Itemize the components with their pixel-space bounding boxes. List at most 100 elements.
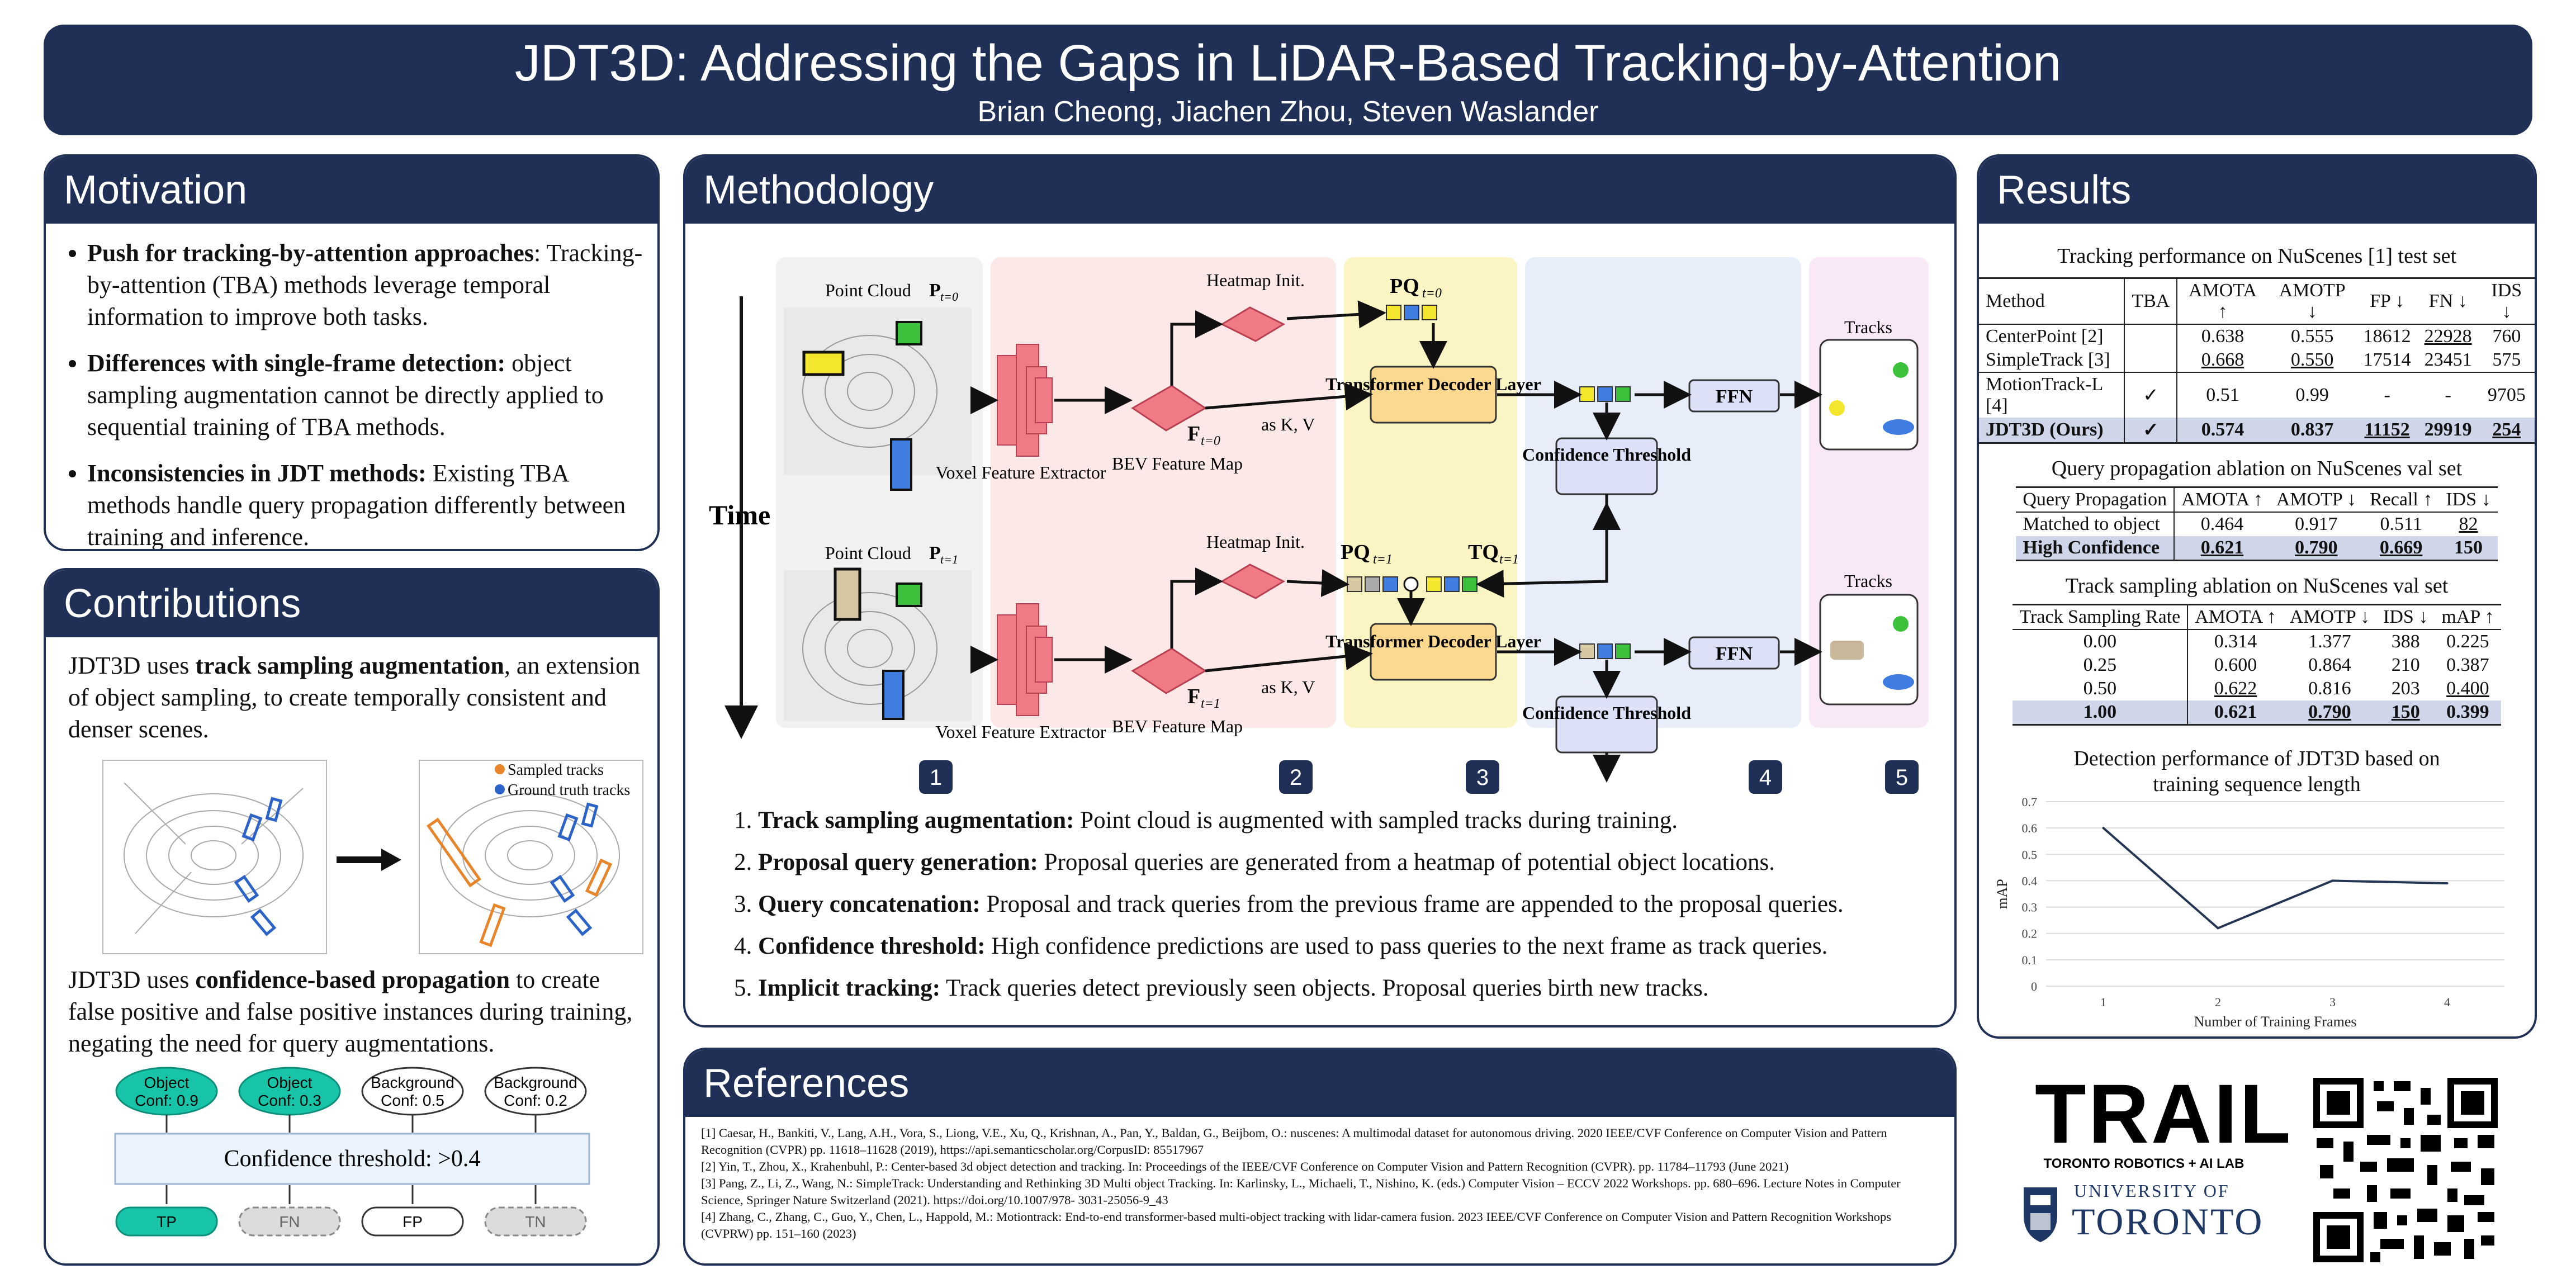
methodology-heading: Methodology	[685, 157, 1954, 224]
y-tick-label: 0.7	[2022, 795, 2038, 809]
methodology-panel: Methodology Time Point Cloud P t=0	[683, 154, 1957, 1027]
x-tick-label: 1	[2100, 995, 2106, 1009]
svg-text:P: P	[929, 280, 941, 301]
outcome-fp	[361, 1206, 464, 1237]
svg-text:as K, V: as K, V	[1261, 677, 1315, 697]
svg-text:P: P	[929, 543, 941, 564]
threshold-label: Confidence threshold: >0.4	[224, 1146, 481, 1172]
table1: Method TBA AMOTA ↑ AMOTP ↓ FP ↓ FN ↓ IDS…	[1979, 277, 2535, 444]
poster-title: JDT3D: Addressing the Gaps in LiDAR-Base…	[514, 35, 2062, 92]
point-cloud-image-t0	[784, 307, 972, 475]
references-panel: References [1] Caesar, H., Bankiti, V., …	[683, 1048, 1957, 1266]
svg-text:Confidence Threshold: Confidence Threshold	[1522, 703, 1691, 723]
methodology-steps: Track sampling augmentation: Point cloud…	[713, 799, 1954, 1009]
svg-text:TN: TN	[525, 1213, 546, 1230]
stage-4-bg	[1525, 257, 1801, 728]
heatmap-t1	[1220, 564, 1286, 599]
x-tick-label: 4	[2444, 995, 2450, 1009]
list-item: Inconsistencies in JDT methods: Existing…	[87, 457, 646, 549]
table2: Query Propagation AMOTA ↑AMOTP ↓ Recall …	[2016, 486, 2498, 561]
table1-caption: Tracking performance on NuScenes [1] tes…	[2057, 244, 2457, 268]
heatmap-label: Heatmap Init.	[1206, 270, 1305, 290]
svg-text:5: 5	[1896, 765, 1908, 790]
heatmap-t0	[1220, 306, 1286, 342]
bubble-label: Background	[371, 1074, 454, 1091]
poster-authors: Brian Cheong, Jiachen Zhou, Steven Wasla…	[977, 96, 1599, 128]
data-point	[2446, 882, 2449, 885]
stage-2-bg	[991, 257, 1336, 728]
outcome-tn	[484, 1206, 587, 1237]
data-point	[2102, 827, 2105, 830]
threshold-box	[114, 1133, 590, 1185]
table2-caption: Query propagation ablation on NuScenes v…	[2051, 457, 2463, 480]
stage-number-1	[919, 760, 953, 794]
y-axis-label: mAP	[1994, 879, 2010, 908]
svg-text:Transformer Decoder Layer: Transformer Decoder Layer	[1325, 374, 1541, 394]
svg-text:FN: FN	[279, 1213, 300, 1230]
svg-text:F: F	[1187, 685, 1200, 708]
x-tick-label: 3	[2329, 995, 2336, 1009]
list-item: Push for tracking-by-attention approache…	[87, 237, 646, 333]
y-tick-label: 0.1	[2022, 953, 2038, 967]
svg-text:t=1: t=1	[1499, 552, 1519, 567]
svg-text:2: 2	[1290, 765, 1302, 790]
svg-text:Tracks: Tracks	[1844, 571, 1892, 591]
bev-label: BEV Feature Map	[1112, 453, 1243, 473]
svg-text:TP: TP	[157, 1213, 177, 1230]
svg-text:FFN: FFN	[1716, 386, 1753, 407]
svg-text:FP: FP	[402, 1213, 423, 1230]
y-tick-label: 0	[2031, 979, 2037, 993]
svg-text:t=1: t=1	[940, 552, 958, 566]
list-item: Query concatenation: Proposal and track …	[758, 883, 1954, 925]
voxel-label: Voxel Feature Extractor	[935, 462, 1106, 482]
data-point	[2217, 927, 2219, 930]
svg-text:Heatmap Init.: Heatmap Init.	[1206, 532, 1305, 552]
list-item: Proposal query generation: Proposal quer…	[758, 841, 1954, 883]
motivation-panel: Motivation Push for tracking-by-attentio…	[44, 154, 660, 551]
results-heading: Results	[1979, 157, 2535, 224]
table3: Track Sampling Rate AMOTA ↑AMOTP ↓ IDS ↓…	[2012, 604, 2501, 726]
svg-text:t=0: t=0	[1201, 434, 1220, 448]
stage-number-3	[1466, 760, 1499, 794]
legend-gt: Ground truth tracks	[508, 782, 630, 799]
bubble-conf: Conf: 0.2	[504, 1092, 567, 1109]
reference-item: [4] Zhang, C., Zhang, C., Guo, Y., Chen,…	[701, 1210, 1892, 1240]
bubble-conf: Conf: 0.9	[135, 1092, 198, 1109]
point-cloud-image-t1	[784, 570, 972, 721]
svg-text:PQ: PQ	[1341, 541, 1370, 564]
bubble-conf: Conf: 0.5	[381, 1092, 444, 1109]
svg-text:F: F	[1187, 422, 1200, 446]
table3-caption: Track sampling ablation on NuScenes val …	[2065, 574, 2449, 598]
references-list: [1] Caesar, H., Bankiti, V., Lang, A.H.,…	[701, 1125, 1938, 1242]
svg-text:PQ: PQ	[1390, 274, 1419, 298]
stage-number-5	[1885, 760, 1919, 794]
contribution-paragraph-2: JDT3D uses confidence-based propagation …	[68, 966, 633, 1057]
outcome-fn	[238, 1206, 341, 1237]
reference-item: [3] Pang, Z., Li, Z., Wang, N.: SimpleTr…	[701, 1176, 1901, 1207]
point-cloud-label: Point Cloud	[825, 280, 911, 300]
track-sampling-illustration: Sampled tracks Ground truth tracks	[102, 760, 643, 954]
chart-caption: Detection performance of JDT3D based on …	[2073, 747, 2440, 796]
y-tick-label: 0.2	[2022, 927, 2038, 941]
reference-item: [1] Caesar, H., Bankiti, V., Lang, A.H.,…	[701, 1126, 1887, 1157]
svg-text:t=0: t=0	[1422, 286, 1442, 301]
trail-logo: TRAIL TORONTO ROBOTICS + AI LAB	[2035, 1067, 2293, 1171]
qr-code	[2313, 1078, 2498, 1262]
title-banner: JDT3D: Addressing the Gaps in LiDAR-Base…	[44, 25, 2532, 135]
y-tick-label: 0.5	[2022, 847, 2038, 861]
point-cloud-label: Point Cloud	[825, 543, 911, 563]
results-panel: Results Tracking performance on NuScenes…	[1977, 154, 2537, 1039]
bubble-label: Object	[144, 1074, 190, 1091]
legend-sampled: Sampled tracks	[508, 761, 604, 779]
time-label: Time	[709, 499, 770, 531]
uoft-crest-icon	[2024, 1187, 2057, 1242]
svg-text:TQ: TQ	[1468, 541, 1499, 564]
stage-number-4	[1749, 760, 1782, 794]
list-item: Track sampling augmentation: Point cloud…	[758, 799, 1954, 841]
